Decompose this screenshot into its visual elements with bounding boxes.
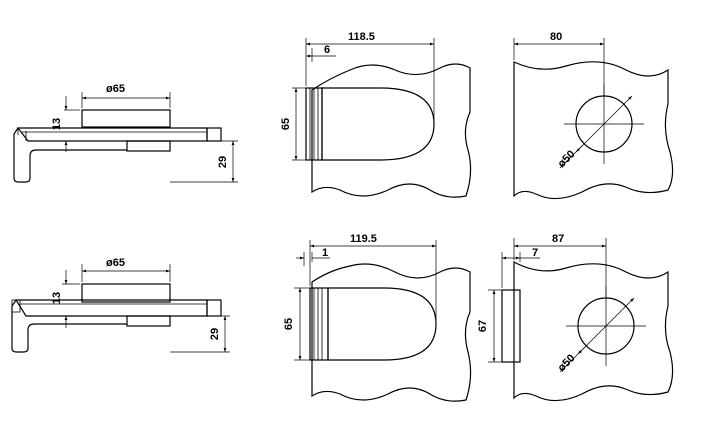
top-side-diameter-label: ø65: [106, 83, 125, 95]
top-front-view: 118.5 6 65: [280, 31, 472, 198]
top-front-height-label: 65: [280, 118, 292, 130]
top-hole-diameter-label: ø50: [556, 148, 578, 170]
top-front-width-label: 118.5: [348, 31, 375, 43]
top-side-clamp: [13, 109, 222, 183]
top-side-diameter-dim: ø65: [81, 83, 171, 108]
top-hole-view: ø50 80: [513, 31, 674, 200]
bottom-front-offset-dim: 1: [296, 247, 330, 266]
top-front-glass-outline: [311, 63, 472, 198]
top-front-offset-dim: 6: [306, 44, 336, 62]
bottom-side-clamp: [11, 283, 222, 353]
bottom-side-height-label: 13: [51, 292, 63, 304]
bottom-front-height-dim: 65: [283, 287, 310, 361]
bottom-hole-clamp-edge: [501, 289, 521, 363]
bottom-side-diameter-label: ø65: [106, 257, 125, 269]
bottom-front-width-label: 119.5: [350, 233, 377, 245]
top-side-depth-label: 29: [217, 156, 229, 168]
bottom-side-height-dim: 13: [51, 270, 80, 328]
bottom-side-view: ø65 13 29: [11, 257, 230, 353]
bottom-hole-height-label: 67: [477, 320, 489, 332]
bottom-hole-offset-dim: 7: [501, 247, 540, 288]
top-side-view: ø65 13 29: [13, 83, 238, 183]
bottom-side-depth-dim: 29: [170, 315, 230, 353]
bottom-side-depth-label: 29: [209, 328, 221, 340]
top-side-height-dim: 13: [51, 96, 80, 152]
bottom-side-diameter-dim: ø65: [81, 257, 171, 282]
bottom-hole-width-label: 87: [552, 233, 564, 245]
bottom-front-clamp-edge: [309, 287, 329, 361]
top-hole-width-label: 80: [550, 31, 562, 43]
bottom-hole-diameter-label: ø50: [556, 352, 578, 374]
bottom-hole-view: ø50 87 7 67: [477, 233, 674, 402]
top-hole-glass-outline: [513, 61, 674, 200]
top-hole-width-dim: 80: [513, 31, 605, 96]
top-front-offset-label: 6: [324, 44, 330, 56]
bottom-front-view: 119.5 1 65: [283, 233, 472, 402]
top-front-width-dim: 118.5: [305, 31, 435, 120]
bottom-front-glass-outline: [311, 263, 472, 402]
top-side-height-label: 13: [51, 118, 63, 130]
bottom-hole-offset-label: 7: [532, 247, 538, 259]
bottom-front-width-dim: 119.5: [309, 233, 437, 320]
bottom-hole-glass-outline: [513, 260, 674, 402]
top-front-height-dim: 65: [280, 87, 306, 161]
bottom-front-clamp-plate: [327, 287, 437, 361]
top-front-clamp-plate: [321, 87, 435, 161]
bottom-front-height-label: 65: [283, 318, 295, 330]
bottom-front-offset-label: 1: [322, 247, 328, 259]
bottom-hole-height-dim: 67: [477, 289, 502, 363]
bottom-hole-width-dim: 87: [513, 233, 607, 298]
top-side-depth-dim: 29: [170, 140, 238, 183]
